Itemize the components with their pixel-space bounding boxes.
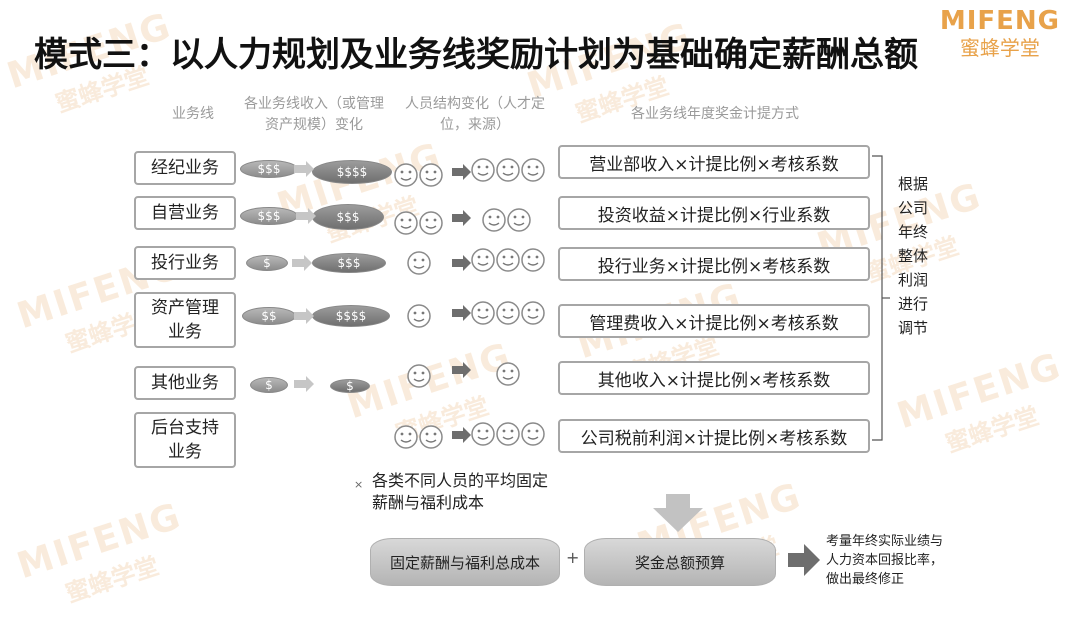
income-arrow-proprietary bbox=[296, 208, 316, 224]
face-icon bbox=[407, 364, 431, 388]
face-icon bbox=[394, 163, 418, 187]
header-bonus-method: 各业务线年度奖金计提方式 bbox=[631, 106, 799, 122]
staff-arrow-back-office bbox=[452, 427, 471, 443]
face-icon bbox=[521, 158, 545, 182]
staff-arrow-proprietary bbox=[452, 210, 471, 226]
right-arrow-to-final bbox=[788, 544, 820, 576]
adjust-note: 根据公司年终整体利润进行调节 bbox=[897, 175, 928, 337]
face-icon bbox=[471, 248, 495, 272]
biz-box-proprietary: 自营业务 bbox=[134, 196, 236, 230]
formula-other: 其他收入×计提比例×考核系数 bbox=[558, 361, 870, 395]
face-icon bbox=[407, 251, 431, 275]
face-icon bbox=[521, 422, 545, 446]
income-to-other: $ bbox=[330, 379, 370, 393]
income-arrow-investment-banking bbox=[292, 255, 312, 271]
income-arrow-asset-management bbox=[294, 308, 314, 324]
biz-box-asset-management: 资产管理业务 bbox=[134, 292, 236, 348]
income-from-asset-management: $$ bbox=[242, 307, 296, 325]
formula-proprietary: 投资收益×计提比例×行业系数 bbox=[558, 196, 870, 230]
formula-brokerage: 营业部收入×计提比例×考核系数 bbox=[558, 145, 870, 179]
page-title: 模式三：以人力规划及业务线奖励计划为基础确定薪酬总额 bbox=[34, 35, 918, 75]
face-icon bbox=[407, 304, 431, 328]
plus-sign: + bbox=[566, 548, 580, 567]
face-icon bbox=[419, 425, 443, 449]
adjust-bracket bbox=[872, 155, 883, 441]
logo-text-cn: 蜜蜂学堂 bbox=[959, 36, 1040, 60]
final-note: 考量年终实际业绩与人力资本回报比率，做出最终修正 bbox=[826, 534, 944, 587]
biz-box-brokerage: 经纪业务 bbox=[134, 151, 236, 185]
staff-arrow-asset-management bbox=[452, 305, 471, 321]
biz-box-investment-banking: 投行业务 bbox=[134, 246, 236, 280]
face-icon bbox=[471, 301, 495, 325]
staff-arrow-other bbox=[452, 362, 471, 378]
header-staff-change: 人员结构变化（人才定位，来源） bbox=[405, 96, 545, 133]
income-to-brokerage: $$$$ bbox=[312, 160, 392, 184]
income-from-investment-banking: $ bbox=[246, 255, 288, 271]
face-icon bbox=[521, 301, 545, 325]
brand-logo: MIFENG 蜜蜂学堂 bbox=[940, 6, 1060, 61]
face-icon bbox=[394, 211, 418, 235]
staff-arrow-investment-banking bbox=[452, 255, 471, 271]
income-to-asset-management: $$$$ bbox=[312, 305, 390, 327]
formula-back-office: 公司税前利润×计提比例×考核系数 bbox=[558, 419, 870, 453]
fixed-total-cylinder: 固定薪酬与福利总成本 bbox=[370, 538, 560, 586]
staff-arrow-brokerage bbox=[452, 164, 471, 180]
face-icon bbox=[521, 248, 545, 272]
face-icon bbox=[419, 211, 443, 235]
face-icon bbox=[507, 208, 531, 232]
avg-cost-note: 各类不同人员的平均固定薪酬与福利成本 bbox=[372, 471, 549, 512]
income-to-proprietary: $$$ bbox=[312, 204, 384, 230]
income-arrow-other bbox=[294, 376, 314, 392]
face-icon bbox=[496, 301, 520, 325]
down-arrow-to-budget bbox=[653, 494, 703, 532]
face-icon bbox=[482, 208, 506, 232]
face-icon bbox=[471, 158, 495, 182]
header-income-change: 各业务线收入（或管理资产规模）变化 bbox=[244, 96, 384, 133]
biz-box-other: 其他业务 bbox=[134, 366, 236, 400]
face-icon bbox=[496, 248, 520, 272]
face-icon bbox=[496, 422, 520, 446]
face-icon bbox=[471, 422, 495, 446]
face-icon bbox=[419, 163, 443, 187]
note-marker: × bbox=[354, 478, 364, 491]
formula-asset-management: 管理费收入×计提比例×考核系数 bbox=[558, 304, 870, 338]
face-icon bbox=[496, 362, 520, 386]
biz-box-back-office: 后台支持业务 bbox=[134, 412, 236, 468]
income-from-proprietary: $$$ bbox=[240, 207, 298, 225]
face-icon bbox=[496, 158, 520, 182]
logo-text-en: MIFENG bbox=[939, 6, 1060, 36]
bonus-budget-cylinder: 奖金总额预算 bbox=[584, 538, 776, 586]
income-to-investment-banking: $$$ bbox=[312, 253, 386, 273]
income-from-other: $ bbox=[250, 377, 288, 393]
formula-investment-banking: 投行业务×计提比例×考核系数 bbox=[558, 247, 870, 281]
header-biz-line: 业务线 bbox=[172, 106, 214, 122]
face-icon bbox=[394, 425, 418, 449]
income-arrow-brokerage bbox=[294, 161, 314, 177]
